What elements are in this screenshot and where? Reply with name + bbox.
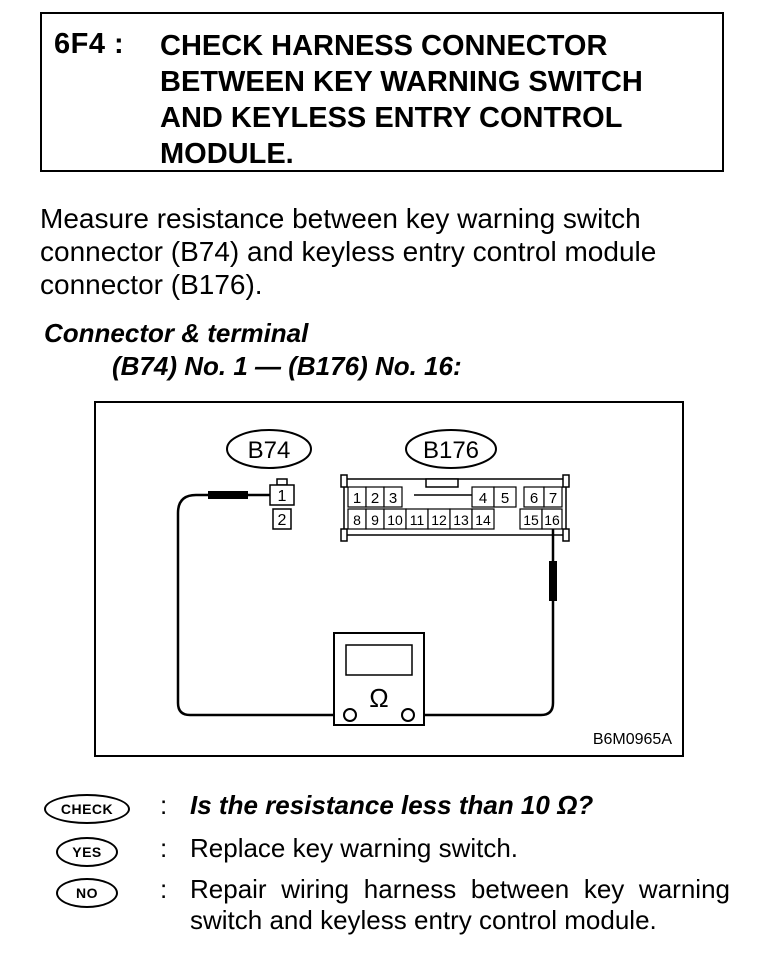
yes-badge: YES (56, 837, 118, 867)
b176-label-text: B176 (423, 437, 479, 464)
right-probe-lead (418, 529, 557, 717)
ohm-symbol: Ω (369, 683, 388, 713)
b176-pin-14: 14 (475, 512, 491, 528)
diagram-svg: B74 B176 1 2 (176, 429, 570, 726)
b176-pin-12: 12 (431, 512, 447, 528)
b176-pin-2: 2 (371, 490, 379, 507)
step-header-box: 6F4 : CHECK HARNESS CONNECTOR BETWEEN KE… (40, 12, 724, 172)
step-title: CHECK HARNESS CONNECTOR BETWEEN KEY WARN… (160, 30, 643, 170)
b176-pin-6: 6 (530, 490, 538, 507)
connector-terminal-heading: Connector & terminal (44, 318, 309, 348)
b74-connector: 1 2 (269, 478, 295, 530)
b176-connector: 1 2 3 4 5 6 7 8 9 10 11 12 13 14 15 16 (340, 474, 570, 542)
b176-pin-4: 4 (479, 490, 487, 507)
no-action: Repair wiring harness between key warnin… (190, 874, 730, 935)
b176-pin-3: 3 (389, 490, 397, 507)
instruction-text: Measure resistance between key warning s… (40, 203, 657, 300)
b176-pin-9: 9 (371, 512, 379, 528)
b74-pin-2: 2 (278, 512, 287, 529)
b176-pin-7: 7 (549, 490, 557, 507)
figure-ref-code: B6M0965A (592, 731, 672, 748)
b176-pin-16: 16 (544, 512, 560, 528)
check-question: Is the resistance less than 10 Ω? (190, 790, 594, 820)
no-colon: : (160, 874, 168, 904)
b74-pin-1: 1 (278, 488, 287, 505)
check-colon: : (160, 790, 168, 820)
b176-pin-11: 11 (410, 512, 425, 528)
yes-action: Replace key warning switch. (190, 833, 519, 863)
yes-colon: : (160, 833, 168, 863)
b176-pin-1: 1 (353, 490, 361, 507)
b74-label: B74 (226, 429, 312, 469)
wiring-diagram: B74 B176 1 2 (94, 401, 684, 757)
connector-terminal-value: (B74) No. 1 — (B176) No. 16: (112, 351, 462, 381)
b74-label-text: B74 (248, 437, 291, 464)
b176-pin-5: 5 (501, 490, 509, 507)
step-id: 6F4 : (54, 28, 125, 60)
b176-label: B176 (405, 429, 497, 469)
b176-pin-8: 8 (353, 512, 361, 528)
b176-pin-13: 13 (453, 512, 469, 528)
no-badge: NO (56, 878, 118, 908)
b176-pin-10: 10 (387, 512, 403, 528)
check-badge: CHECK (44, 794, 130, 824)
left-probe-lead (176, 491, 350, 717)
b176-pin-15: 15 (523, 512, 539, 528)
ohmmeter: Ω (333, 632, 425, 726)
